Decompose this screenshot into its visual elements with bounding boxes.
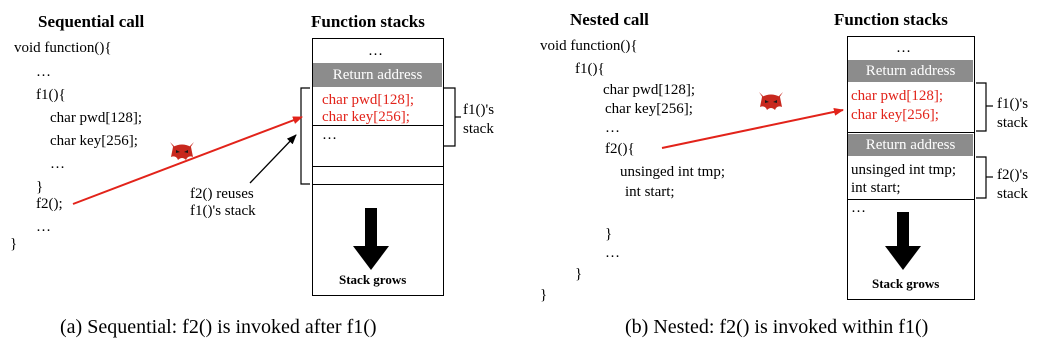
- right-stack-divider: [847, 199, 974, 200]
- left-reuse-annotation: f2() reuses: [190, 186, 254, 202]
- right-stack-grows-label: Stack grows: [872, 276, 940, 291]
- left-reuse-annotation: f1()'s stack: [190, 203, 256, 219]
- left-code-line: }: [10, 236, 18, 252]
- left-code-line: f2();: [36, 196, 63, 212]
- right-f1-stack-label: f1()'s: [997, 96, 1029, 112]
- right-code-line: int start;: [625, 184, 675, 200]
- right-stack-tmp: unsinged int tmp;: [851, 162, 956, 178]
- devil-icon: [170, 142, 194, 160]
- right-code-line: f2(){: [605, 141, 635, 157]
- left-code-line: …: [36, 64, 51, 80]
- left-code-line: char key[256];: [50, 133, 138, 149]
- left-code-line: …: [50, 156, 65, 172]
- left-reuse-arrow: [249, 134, 297, 184]
- left-title: Sequential call: [38, 12, 145, 31]
- right-stack-pwd: char pwd[128];: [851, 88, 944, 104]
- left-stack-divider: [312, 184, 443, 185]
- left-stack-divider: [312, 166, 443, 167]
- left-f1-stack-label: f1()'s: [463, 102, 495, 118]
- left-stack-key: char key[256];: [322, 109, 410, 125]
- right-stack-divider: [847, 132, 974, 133]
- left-caption: (a) Sequential: f2() is invoked after f1…: [60, 316, 377, 338]
- right-stack-title: Function stacks: [834, 10, 948, 29]
- left-code-line: f1(){: [36, 87, 66, 103]
- right-code-line: void function(){: [540, 38, 638, 54]
- right-stack-start: int start;: [851, 180, 901, 196]
- left-code-line: }: [36, 179, 44, 195]
- right-f1-stack-label: stack: [997, 115, 1028, 131]
- right-code-line: …: [605, 120, 620, 136]
- right-code-line: …: [605, 245, 620, 261]
- left-stack-dots: …: [322, 127, 337, 143]
- left-code-line: char pwd[128];: [50, 110, 143, 126]
- left-stack-top-dots: …: [368, 43, 383, 59]
- right-stack-dots: …: [851, 200, 866, 216]
- devil-icon: [759, 92, 783, 110]
- left-f1-stack-label: stack: [463, 121, 494, 137]
- right-code-line: char key[256];: [605, 101, 693, 117]
- right-f2-brace: [976, 156, 993, 199]
- right-f2-stack-label: stack: [997, 186, 1028, 202]
- right-return-address-2: Return address: [848, 134, 973, 156]
- left-f1-brace: [444, 87, 461, 147]
- left-stack-pwd: char pwd[128];: [322, 92, 415, 108]
- right-code-line: f1(){: [575, 61, 605, 77]
- right-code-line: }: [540, 287, 548, 303]
- right-f1-brace: [976, 82, 993, 132]
- left-return-address: Return address: [313, 63, 442, 87]
- left-code-line: …: [36, 219, 51, 235]
- right-title: Nested call: [570, 10, 649, 29]
- left-stack-divider: [312, 125, 443, 126]
- right-code-line: }: [575, 266, 583, 282]
- left-stack-grows-label: Stack grows: [339, 272, 407, 287]
- left-stack-title: Function stacks: [311, 12, 425, 31]
- right-code-line: char pwd[128];: [603, 82, 696, 98]
- left-code-line: void function(){: [14, 40, 112, 56]
- left-attack-arrow: [72, 116, 303, 205]
- right-stack-key: char key[256];: [851, 107, 939, 123]
- right-caption: (b) Nested: f2() is invoked within f1(): [625, 316, 929, 338]
- right-code-line: unsinged int tmp;: [620, 164, 725, 180]
- right-return-address-1: Return address: [848, 60, 973, 82]
- right-f2-stack-label: f2()'s: [997, 167, 1029, 183]
- right-code-line: }: [605, 226, 613, 242]
- left-reuse-bracket: [300, 87, 310, 185]
- right-stack-top-dots: …: [896, 40, 911, 56]
